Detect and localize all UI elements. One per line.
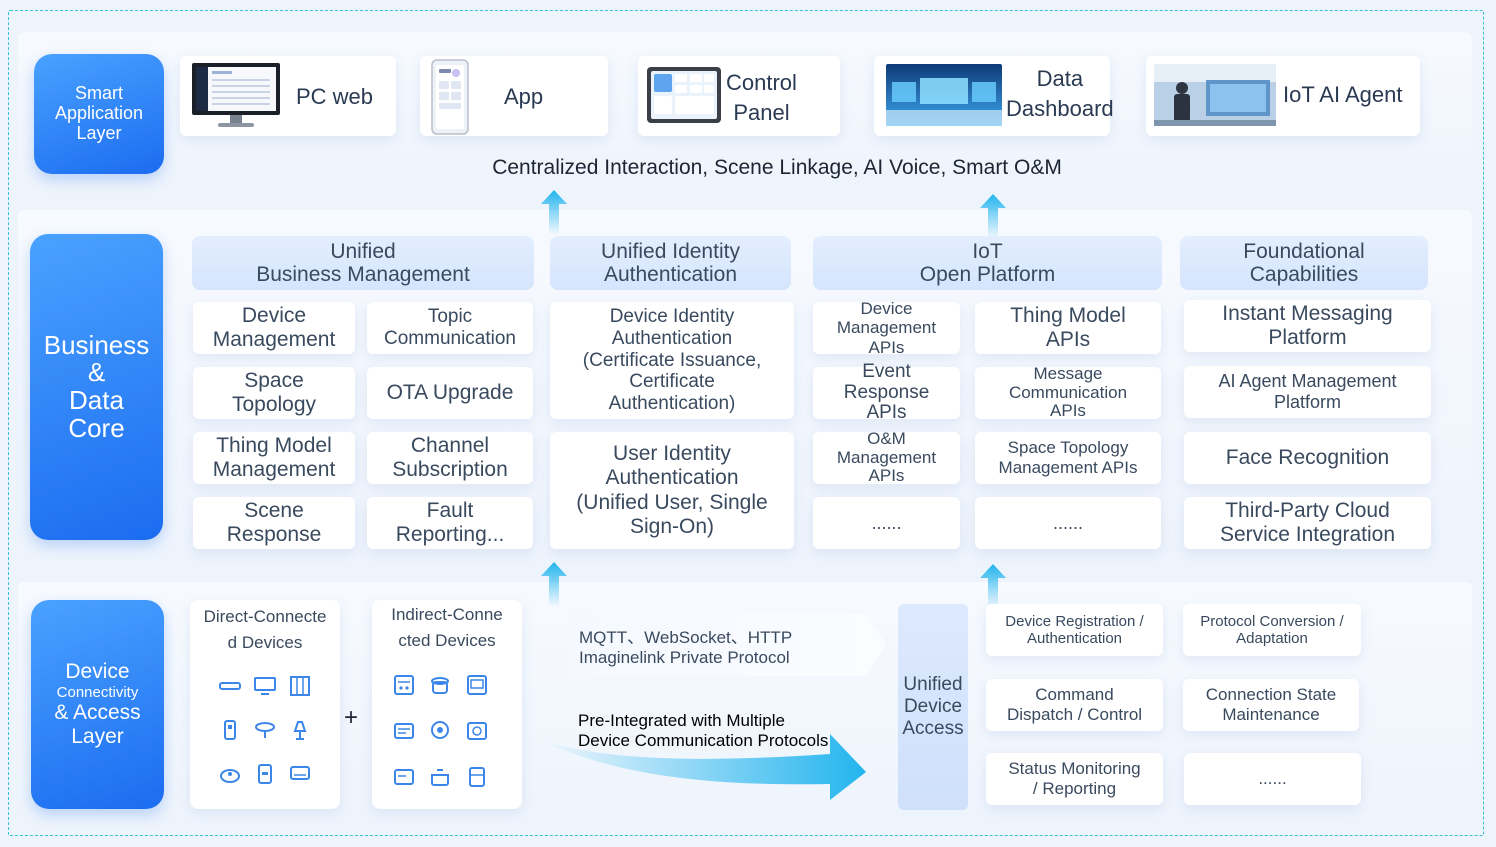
open-card-more: ......: [813, 497, 960, 549]
access-card-protocol-conversion: Protocol Conversion / Adaptation: [1183, 604, 1361, 656]
app-label-data-dashboard: Data Dashboard: [1006, 64, 1114, 123]
air-conditioner-icon: [288, 763, 312, 785]
camera-icon: [253, 719, 277, 741]
foundation-card-face-recognition: Face Recognition: [1184, 432, 1431, 484]
switch-panel-icon: [218, 719, 242, 741]
access-card-device-registration: Device Registration / Authentication: [986, 604, 1163, 656]
device-label-word1: Device: [65, 660, 129, 684]
biz-card-ota-upgrade: OTA Upgrade: [367, 367, 533, 419]
protocol-line2: Imaginelink Private Protocol: [579, 648, 790, 668]
open-card-event-response-apis: Event Response APIs: [813, 367, 960, 419]
app-card-iot-ai-agent: IoT AI Agent: [1146, 56, 1420, 136]
app-card-data-dashboard: Data Dashboard: [874, 56, 1110, 136]
direct-devices-title: Direct-Connecte d Devices: [190, 604, 340, 657]
business-label-amp: &: [88, 359, 105, 387]
app-label-app: App: [504, 82, 543, 112]
direct-devices-group: Direct-Connecte d Devices: [190, 600, 340, 809]
light-strip-icon: [218, 675, 242, 697]
business-label-word3: Core: [68, 415, 124, 443]
open-card-space-topology-management-apis: Space Topology Management APIs: [975, 432, 1161, 484]
biz-card-device-management: Device Management: [193, 302, 355, 354]
ai-agent-photo-icon: [1154, 64, 1276, 126]
foundation-card-third-party-cloud: Third-Party Cloud Service Integration: [1184, 497, 1431, 549]
app-card-control-panel: Control Panel: [638, 56, 840, 136]
app-card-pc-web: PC web: [180, 56, 396, 136]
phone-icon: [430, 59, 470, 135]
arrow-up-icon: [539, 562, 569, 607]
biz-card-channel-subscription: Channel Subscription: [367, 432, 533, 484]
rice-cooker-icon: [428, 674, 452, 696]
access-card-status-monitoring: Status Monitoring / Reporting: [986, 753, 1163, 805]
device-label-word2: Connectivity: [57, 684, 139, 701]
cooking-pot-icon: [428, 766, 452, 788]
header-unified-business-management: Unified Business Management: [192, 236, 534, 290]
oven-icon: [465, 674, 489, 696]
access-card-more: ......: [1184, 753, 1361, 805]
identity-card-user: User Identity Authentication (Unified Us…: [550, 432, 794, 549]
open-card-message-communication-apis: Message Communication APIs: [975, 367, 1161, 419]
arrow-up-icon: [978, 564, 1008, 609]
indirect-devices-title: Indirect-Conne cted Devices: [372, 602, 522, 655]
sensor-icon: [428, 720, 452, 742]
robot-vacuum-icon: [218, 763, 242, 785]
biz-card-fault-reporting: Fault Reporting...: [367, 497, 533, 549]
biz-card-topic-communication: Topic Communication: [367, 302, 533, 354]
foundation-card-ai-agent-management: AI Agent Management Platform: [1184, 366, 1431, 418]
business-label-word1: Business: [44, 332, 150, 360]
header-iot-open-platform: IoT Open Platform: [813, 236, 1162, 290]
access-card-command-dispatch: Command Dispatch / Control: [986, 679, 1163, 731]
door-lock-icon: [253, 763, 277, 785]
open-card-more: ......: [975, 497, 1161, 549]
device-label-word3: & Access: [54, 701, 140, 725]
business-layer-tag: Business & Data Core: [30, 234, 163, 540]
indirect-devices-group: Indirect-Conne cted Devices: [372, 600, 522, 809]
router-icon: [392, 720, 416, 742]
identity-card-device: Device Identity Authentication (Certific…: [550, 302, 794, 419]
app-label-iot-ai-agent: IoT AI Agent: [1283, 80, 1402, 110]
biz-card-thing-model-management: Thing Model Management: [193, 432, 355, 484]
biz-card-space-topology: Space Topology: [193, 367, 355, 419]
arrow-up-icon: [539, 190, 569, 235]
fridge-icon: [465, 766, 489, 788]
arrow-up-icon: [978, 194, 1008, 239]
lamp-icon: [288, 719, 312, 741]
device-label-word4: Layer: [71, 725, 124, 749]
gateway-icon: [392, 674, 416, 696]
app-card-app: App: [420, 56, 608, 136]
monitor-icon: [253, 675, 277, 697]
curtain-icon: [288, 675, 312, 697]
open-card-device-management-apis: Device Management APIs: [813, 302, 960, 354]
monitor-icon: [190, 61, 282, 133]
header-unified-identity-authentication: Unified Identity Authentication: [550, 236, 791, 290]
biz-card-scene-response: Scene Response: [193, 497, 355, 549]
thermostat-icon: [465, 720, 489, 742]
device-layer-tag: Device Connectivity & Access Layer: [31, 600, 164, 809]
open-card-thing-model-apis: Thing Model APIs: [975, 302, 1161, 354]
application-layer-label: Smart Application Layer: [55, 84, 143, 143]
unified-device-access: Unified Device Access: [898, 604, 968, 810]
pre-integrated-line2: Device Communication Protocols: [578, 731, 828, 751]
app-label-pc-web: PC web: [296, 82, 373, 112]
foundation-card-instant-messaging: Instant Messaging Platform: [1184, 300, 1431, 352]
app-label-control-panel: Control Panel: [726, 68, 797, 127]
pre-integrated-line1: Pre-Integrated with Multiple: [578, 711, 785, 731]
header-foundational-capabilities: Foundational Capabilities: [1180, 236, 1428, 290]
washer-icon: [392, 766, 416, 788]
access-card-connection-state: Connection State Maintenance: [1183, 679, 1359, 731]
app-caption: Centralized Interaction, Scene Linkage, …: [18, 156, 1496, 180]
tablet-icon: [646, 66, 722, 126]
business-label-word2: Data: [69, 387, 124, 415]
protocol-line1: MQTT、WebSocket、HTTP: [579, 623, 792, 648]
plus-sign: +: [344, 704, 358, 732]
open-card-om-management-apis: O&M Management APIs: [813, 432, 960, 484]
dashboard-screen-icon: [886, 64, 1002, 126]
